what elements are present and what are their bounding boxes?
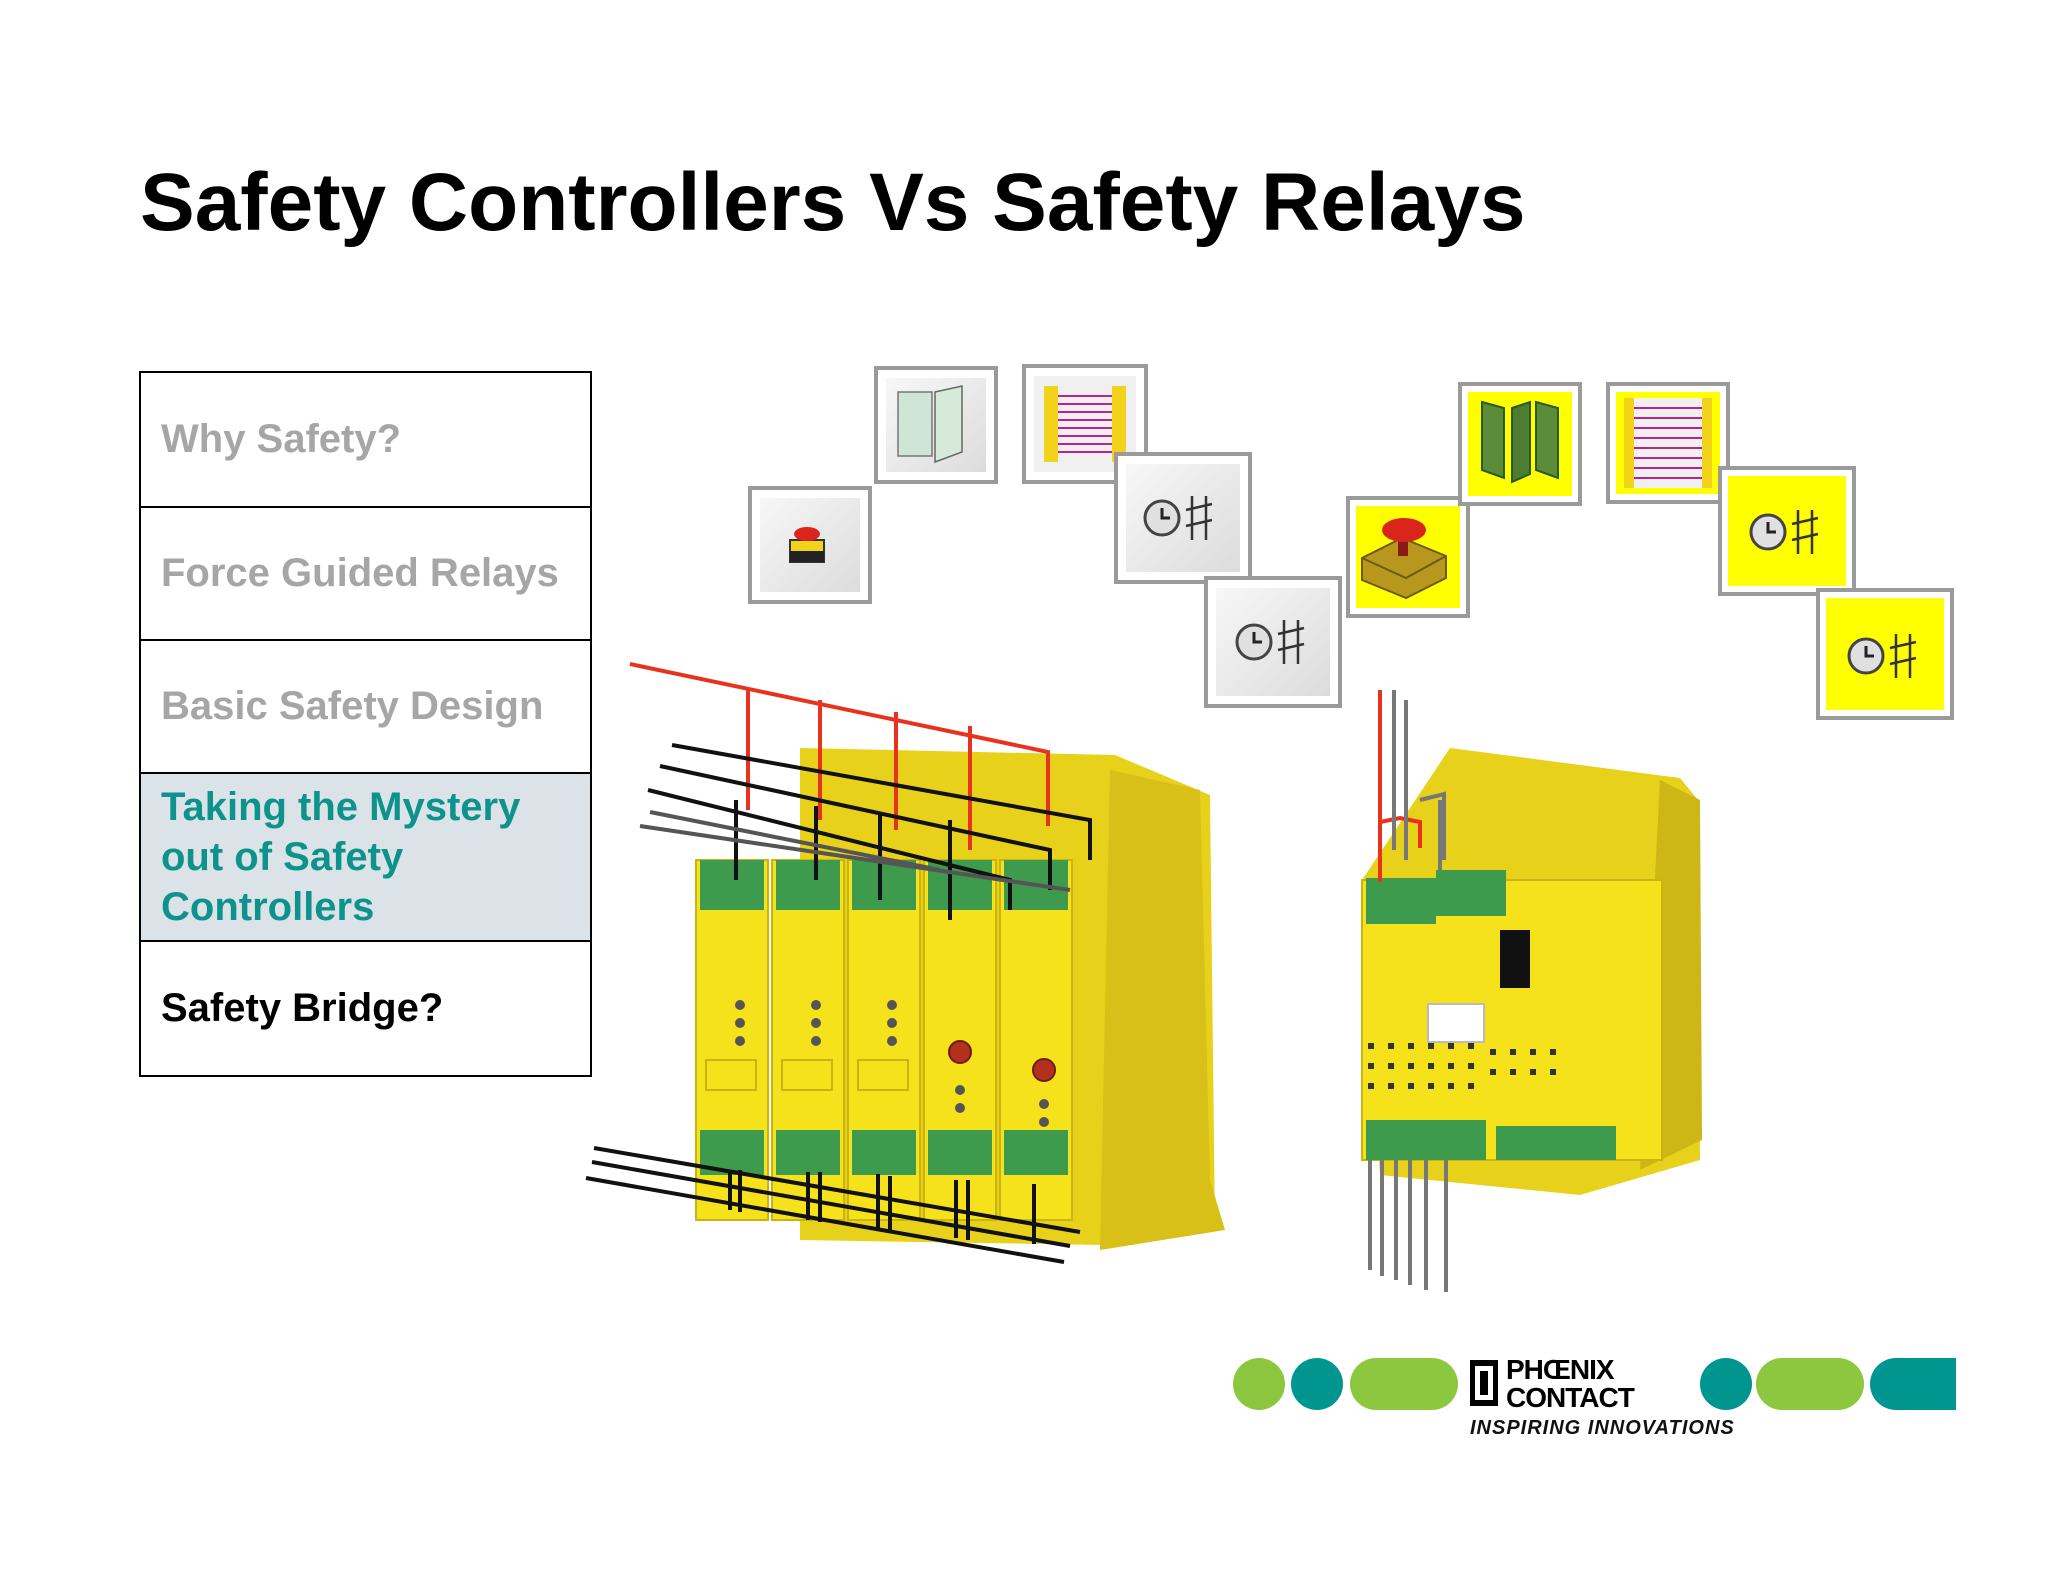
safety-door-icon [874, 366, 998, 484]
light-curtain-icon [1022, 364, 1148, 484]
agenda-item-mystery-safety-controllers[interactable]: Taking the Mystery out of Safety Control… [141, 774, 590, 942]
agenda-list: Why Safety? Force Guided Relays Basic Sa… [139, 371, 592, 1077]
safety-controller [1361, 690, 1702, 1292]
brand-wordmark: PHŒNIX CONTACT [1506, 1356, 1686, 1412]
brand-wordmark-line2: CONTACT [1506, 1382, 1635, 1413]
relay-module [999, 859, 1073, 1221]
agenda-item-force-guided-relays[interactable]: Force Guided Relays [141, 508, 590, 641]
emergency-stop-icon [1346, 496, 1470, 618]
light-curtain-icon [1606, 382, 1730, 504]
relay-module [771, 859, 845, 1221]
slide-title: Safety Controllers Vs Safety Relays [140, 157, 1526, 248]
safety-door-icon [1458, 382, 1582, 506]
brand-wordmark-line1: PHŒNIX [1506, 1354, 1615, 1385]
brand-tagline: INSPIRING INNOVATIONS [1470, 1417, 1735, 1439]
agenda-item-why-safety[interactable]: Why Safety? [141, 373, 590, 508]
relay-module [695, 859, 769, 1221]
agenda-item-safety-bridge[interactable]: Safety Bridge? [161, 986, 444, 1030]
safety-relay-bank [585, 662, 1225, 1264]
timer-contact-icon [1204, 576, 1342, 708]
relay-module [847, 859, 921, 1221]
timer-contact-icon [1816, 588, 1954, 720]
agenda-item-basic-safety-design[interactable]: Basic Safety Design [141, 641, 590, 774]
timer-contact-icon [1718, 466, 1856, 596]
timer-contact-icon [1114, 452, 1252, 584]
emergency-stop-icon [748, 486, 872, 604]
relay-module [923, 859, 997, 1221]
